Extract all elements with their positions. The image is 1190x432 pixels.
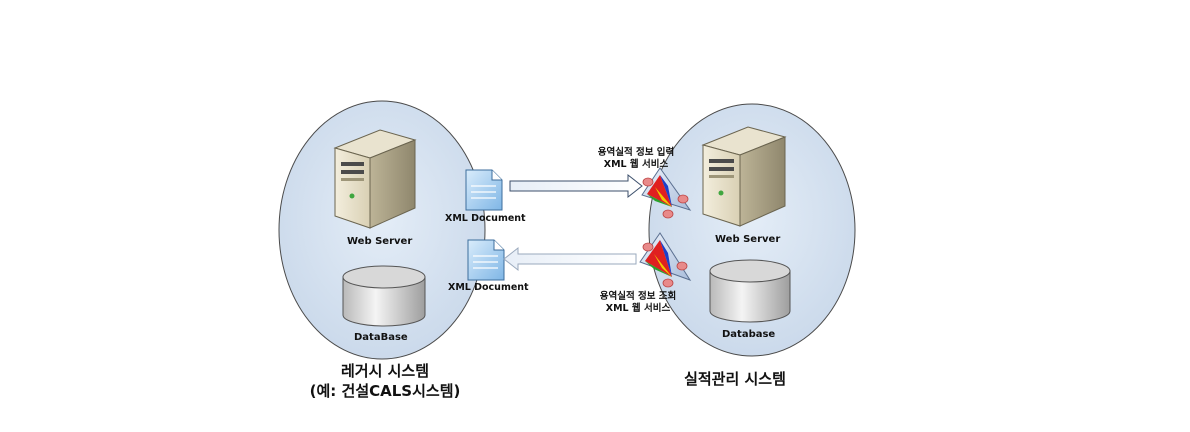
legacy-system-title-line1: 레거시 시스템 <box>340 362 430 380</box>
input-arrow <box>509 173 643 199</box>
input-service-subtitle: XML 웹 서비스 <box>603 159 669 170</box>
xml-document-label-bottom: XML Document <box>448 282 529 293</box>
input-service-label: 용역실적 정보 입력 XML 웹 서비스 <box>586 147 686 171</box>
xml-web-service-icon-bottom <box>639 232 692 288</box>
legacy-system-title-line2: (예: 건설CALS시스템) <box>309 382 461 400</box>
xml-document-label-top: XML Document <box>445 213 526 224</box>
query-arrow <box>503 246 637 272</box>
left-server-icon <box>333 129 417 229</box>
legacy-system-title: 레거시 시스템 (예: 건설CALS시스템) <box>290 361 480 401</box>
right-server-icon <box>701 126 787 227</box>
right-database-icon <box>709 259 791 323</box>
xml-web-service-icon-top <box>641 167 692 219</box>
query-service-title: 용역실적 정보 조회 <box>599 291 677 302</box>
right-database-label: Database <box>722 329 776 340</box>
performance-system-circle <box>648 103 856 357</box>
left-database-icon <box>342 265 426 327</box>
query-service-label: 용역실적 정보 조회 XML 웹 서비스 <box>588 291 688 315</box>
xml-document-icon-bottom <box>467 239 505 281</box>
performance-system-title: 실적관리 시스템 <box>684 370 786 388</box>
input-service-title: 용역실적 정보 입력 <box>597 147 675 158</box>
query-service-subtitle: XML 웹 서비스 <box>605 303 671 314</box>
left-web-server-label: Web Server <box>347 236 413 247</box>
legacy-system-circle <box>278 100 486 360</box>
right-web-server-label: Web Server <box>715 234 781 245</box>
left-database-label: DataBase <box>354 332 408 343</box>
xml-document-icon-top <box>465 169 503 211</box>
